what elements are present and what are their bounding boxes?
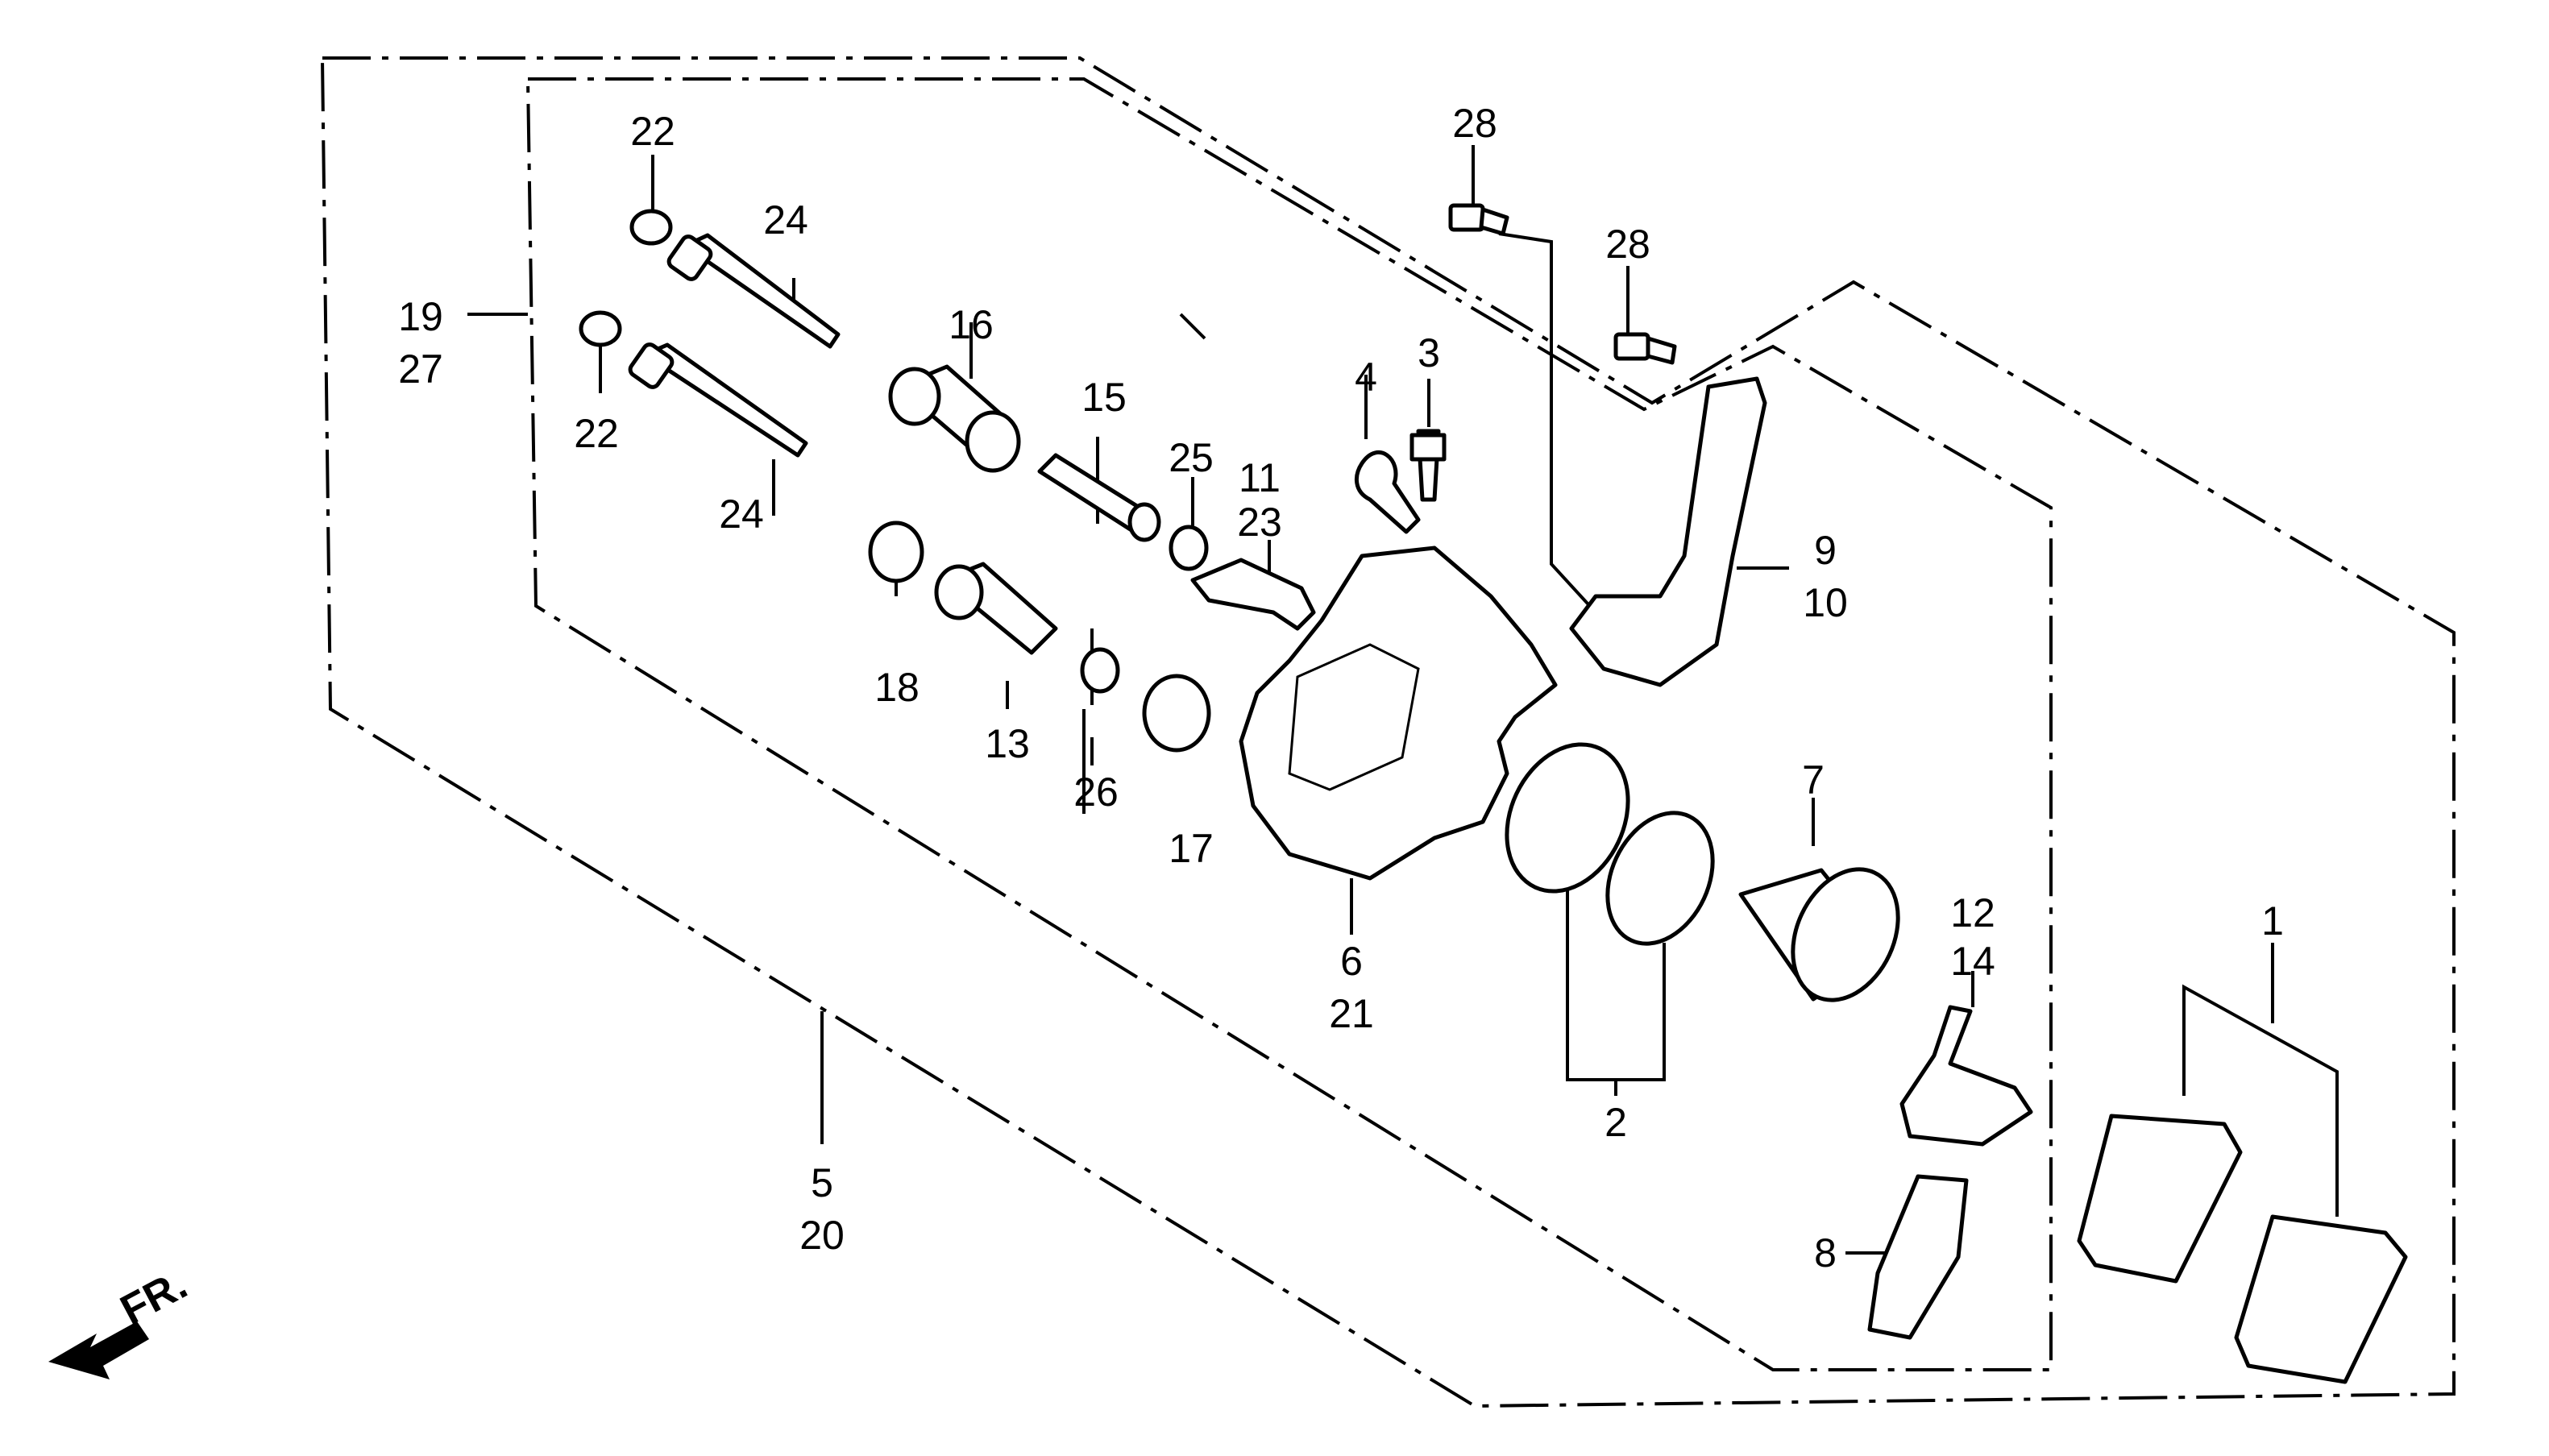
label-6: 6 [1340, 939, 1363, 984]
label-21: 21 [1329, 991, 1374, 1036]
lever-11-23 [1190, 558, 1316, 631]
bracket-9-10 [1569, 376, 1767, 687]
bolt-16 [888, 364, 1021, 473]
label-16: 16 [949, 302, 994, 347]
label-15: 15 [1081, 375, 1127, 420]
label-28-lower: 28 [1605, 222, 1650, 267]
bleeder-cap-4 [1354, 450, 1421, 534]
label-3: 3 [1418, 330, 1440, 375]
label-4: 4 [1355, 355, 1377, 400]
label-20: 20 [799, 1213, 845, 1258]
caliper-window [1288, 643, 1420, 791]
washer-25 [1169, 525, 1209, 571]
caliper-group-outline [526, 77, 2053, 1371]
outer-group-outline [321, 56, 2456, 1408]
front-direction-label: FR. [113, 1261, 194, 1334]
label-12: 12 [1950, 890, 1995, 935]
piston-seal-2b [1605, 811, 1715, 946]
label-11: 11 [1239, 455, 1281, 500]
boot-18 [868, 521, 924, 583]
label-25: 25 [1169, 435, 1214, 480]
pin-cap-22-upper [629, 209, 673, 246]
label-5: 5 [811, 1160, 833, 1205]
brake-pad-1a [2077, 1114, 2243, 1284]
bolt-28-lower [1613, 332, 1677, 365]
label-2: 2 [1605, 1100, 1627, 1145]
caliper-body-6-21 [1239, 545, 1558, 881]
label-10: 10 [1803, 580, 1848, 625]
brake-pad-1b [2234, 1214, 2408, 1384]
label-26: 26 [1073, 769, 1119, 815]
label-28-upper: 28 [1452, 101, 1497, 146]
label-22-upper: 22 [630, 109, 675, 154]
label-23: 23 [1237, 500, 1282, 545]
label-19: 19 [398, 294, 443, 339]
bleeder-screw-3 [1409, 429, 1447, 502]
label-13: 13 [985, 721, 1030, 766]
piston-seal-2a [1505, 742, 1630, 894]
label-14: 14 [1950, 939, 1995, 984]
label-17: 17 [1169, 826, 1214, 871]
label-7: 7 [1802, 757, 1825, 803]
pin-bolt-24-upper [666, 233, 841, 349]
boot-17 [1142, 674, 1211, 753]
label-24-upper: 24 [763, 197, 808, 243]
pin-bolt-24-lower [628, 342, 808, 458]
label-1: 1 [2261, 898, 2284, 944]
pin-13 [934, 562, 1058, 655]
pad-shim-8 [1867, 1174, 1969, 1340]
label-18: 18 [874, 665, 920, 710]
washer-26 [1080, 647, 1120, 694]
label-9: 9 [1814, 528, 1837, 573]
label-27: 27 [398, 346, 443, 392]
bolt-28-upper [1448, 203, 1509, 236]
pin-cap-22-lower [579, 310, 622, 347]
piston-7 [1738, 867, 1900, 1002]
bolt-15 [1037, 453, 1161, 542]
part-labels: 1 2 3 4 5 20 6 21 7 8 9 10 11 23 12 14 1… [398, 101, 2284, 1276]
label-22-lower: 22 [574, 411, 619, 456]
label-8: 8 [1814, 1230, 1837, 1276]
pad-spring-12-14 [1899, 1005, 2033, 1147]
label-24-lower: 24 [719, 492, 764, 537]
leader-lines [467, 145, 2339, 1255]
front-direction-arrow-icon [48, 1321, 149, 1379]
